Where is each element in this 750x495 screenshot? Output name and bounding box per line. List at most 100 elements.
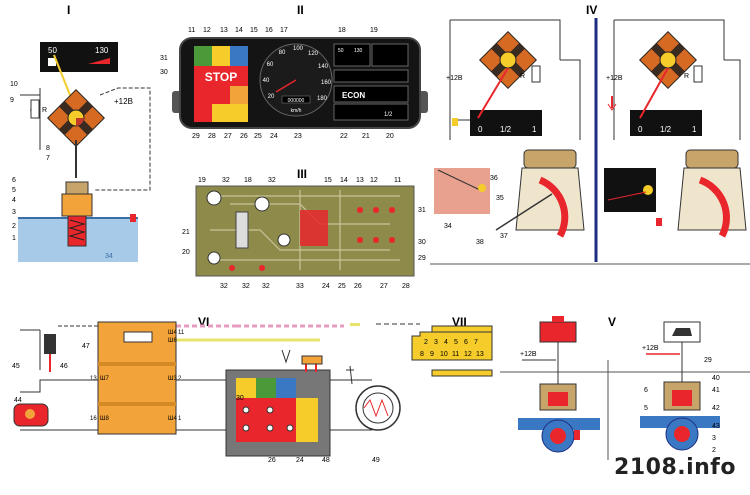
svg-text:km/h: km/h: [291, 108, 302, 114]
svg-text:3: 3: [712, 435, 716, 442]
svg-text:80: 80: [279, 50, 286, 56]
section-label-III: III: [297, 167, 307, 181]
resistor-I: [30, 99, 40, 119]
svg-text:130: 130: [354, 48, 363, 54]
econ-text: ECON: [342, 91, 365, 100]
svg-text:24: 24: [296, 457, 304, 464]
supply-label-I: +12B: [114, 97, 133, 106]
section-VII: VII 2 3 4 5 6 7 8 9 10 11 12 13: [350, 315, 493, 377]
callouts-V: 29 40 6 41 5 42 43 3 2: [644, 357, 720, 454]
svg-text:49: 49: [372, 457, 380, 464]
svg-text:120: 120: [308, 51, 319, 57]
svg-text:5: 5: [12, 187, 16, 194]
temp-sensor-head: [65, 181, 89, 195]
svg-text:34: 34: [105, 253, 113, 260]
svg-text:33: 33: [296, 283, 304, 290]
section-III: III 19 32 18 32 15 14: [182, 167, 426, 290]
motor-49: [355, 385, 401, 431]
lamp-yellow: [212, 46, 230, 66]
svg-text:7: 7: [474, 339, 478, 346]
sh-numbers: 11 13 2 16 1: [90, 330, 185, 422]
svg-text:Ш6: Ш6: [168, 338, 177, 344]
svg-text:6: 6: [464, 339, 468, 346]
svg-text:12: 12: [464, 351, 472, 358]
svg-text:1/2: 1/2: [660, 125, 672, 134]
svg-text:30: 30: [160, 69, 168, 76]
svg-text:8: 8: [46, 145, 50, 152]
callouts-VI: 45 46 47 44 48 49 30 26 24: [12, 343, 380, 464]
svg-text:28: 28: [402, 283, 410, 290]
svg-text:9: 9: [10, 97, 14, 104]
svg-text:37: 37: [500, 233, 508, 240]
svg-text:+12B: +12B: [642, 345, 659, 352]
svg-text:11: 11: [188, 27, 195, 34]
section-VI: VI Ш4 Ш7 Ш3 Ш8 Ш4 Ш6 11 13 2 16 1: [12, 315, 401, 464]
svg-text:26: 26: [240, 133, 248, 140]
svg-text:3: 3: [434, 339, 438, 346]
svg-text:31: 31: [418, 207, 426, 214]
svg-text:25: 25: [254, 133, 262, 140]
svg-text:12: 12: [203, 27, 211, 34]
fuel-unit-left: +12B R 0 1/2 1 36 35 34 38 37: [434, 19, 585, 246]
svg-text:42: 42: [712, 405, 720, 412]
svg-text:11: 11: [394, 177, 401, 184]
svg-text:140: 140: [318, 64, 329, 70]
svg-text:46: 46: [60, 363, 68, 370]
svg-text:40: 40: [712, 375, 720, 382]
fuel-gauge: [371, 43, 409, 67]
svg-text:+12B: +12B: [520, 351, 537, 358]
svg-text:21: 21: [362, 133, 370, 140]
svg-text:13: 13: [220, 27, 228, 34]
lamp-green: [194, 46, 212, 66]
odometer: 000000: [288, 98, 305, 104]
temp-gauge: [333, 43, 371, 67]
svg-text:3: 3: [12, 209, 16, 216]
speed-ticks: 20 40 60 80 100 120 140 160 180: [263, 46, 332, 102]
section-V: V +12B +12B 29 40 6 41 5 42 43: [500, 315, 750, 460]
svg-text:18: 18: [338, 27, 346, 34]
svg-text:32: 32: [242, 283, 250, 290]
svg-text:+12B: +12B: [606, 75, 623, 82]
svg-text:17: 17: [280, 27, 288, 34]
sensor-46: [44, 334, 56, 354]
svg-text:28: 28: [208, 133, 216, 140]
svg-text:Ш7: Ш7: [100, 376, 109, 382]
callouts-III: 19 32 18 32 15 14 13 12 11 21 20 31 30 2…: [182, 177, 426, 290]
svg-text:Ш4: Ш4: [168, 330, 177, 336]
svg-text:13: 13: [356, 177, 364, 184]
svg-text:32: 32: [222, 177, 230, 184]
svg-text:24: 24: [270, 133, 278, 140]
svg-text:100: 100: [293, 46, 304, 52]
temp-low-label: 50: [48, 46, 57, 55]
svg-text:R: R: [684, 73, 689, 80]
svg-text:14: 14: [235, 27, 243, 34]
svg-text:40: 40: [263, 78, 270, 84]
svg-text:32: 32: [220, 283, 228, 290]
svg-text:6: 6: [644, 387, 648, 394]
svg-text:45: 45: [12, 363, 20, 370]
svg-text:20: 20: [268, 94, 275, 100]
svg-text:26: 26: [268, 457, 276, 464]
lamp-blue: [230, 46, 248, 66]
svg-text:30: 30: [236, 395, 244, 402]
sh-labels: Ш4 Ш7 Ш3 Ш8 Ш4 Ш6: [100, 330, 177, 422]
svg-text:32: 32: [268, 177, 276, 184]
svg-text:2: 2: [178, 376, 182, 382]
svg-text:32: 32: [262, 283, 270, 290]
svg-text:7: 7: [46, 155, 50, 162]
svg-text:26: 26: [354, 283, 362, 290]
svg-text:27: 27: [380, 283, 388, 290]
svg-text:16: 16: [90, 416, 97, 422]
connector-VII: [411, 331, 493, 361]
svg-text:5: 5: [644, 405, 648, 412]
svg-text:160: 160: [321, 80, 332, 86]
temp-high-label: 130: [95, 46, 109, 55]
svg-text:50: 50: [338, 48, 344, 54]
section-label-V: V: [608, 315, 616, 329]
svg-text:11: 11: [178, 330, 185, 336]
oil-lamp-left: [539, 321, 577, 343]
stop-text: STOP: [205, 70, 237, 84]
svg-text:0: 0: [478, 125, 483, 134]
callouts-I: 10 9 8 7 6 5 4 3 2 1: [10, 81, 50, 242]
